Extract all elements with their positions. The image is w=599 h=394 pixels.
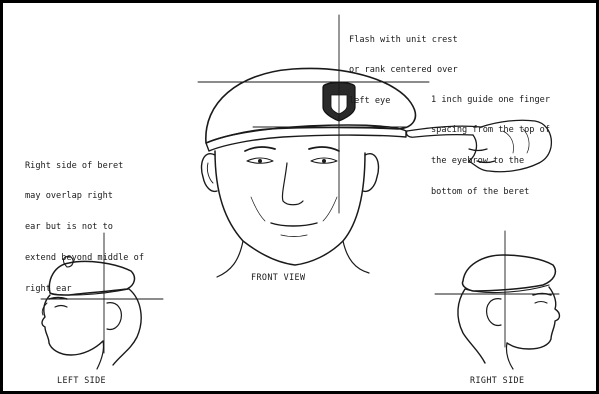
right-side-annotation-line: extend beyond middle of (25, 253, 144, 263)
right-side-annotation-line: right ear (25, 284, 144, 294)
right-side-ear (487, 299, 501, 326)
front-view-caption: FRONT VIEW (251, 272, 305, 282)
guide-annotation: 1 inch guide one finger spacing from the… (431, 74, 550, 218)
right-side-annotation: Right side of beret may overlap right ea… (25, 140, 144, 315)
guide-annotation-line: 1 inch guide one finger (431, 95, 550, 105)
right-side-annotation-line: ear but is not to (25, 222, 144, 232)
right-side-annotation-line: may overlap right (25, 191, 144, 201)
right-side-caption: RIGHT SIDE (470, 375, 524, 385)
flash-annotation-line: Flash with unit crest (349, 35, 458, 45)
beret-band-front (206, 125, 406, 151)
right-side-annotation-line: Right side of beret (25, 161, 144, 171)
right-side-head (458, 255, 560, 369)
face-outline (215, 151, 365, 265)
guide-annotation-line: spacing from the top of (431, 125, 550, 135)
beret-right-side (462, 255, 555, 291)
left-side-caption: LEFT SIDE (57, 375, 106, 385)
guide-annotation-line: the eyebrow to the (431, 156, 550, 166)
guide-annotation-line: bottom of the beret (431, 187, 550, 197)
right-side-face (507, 287, 560, 349)
